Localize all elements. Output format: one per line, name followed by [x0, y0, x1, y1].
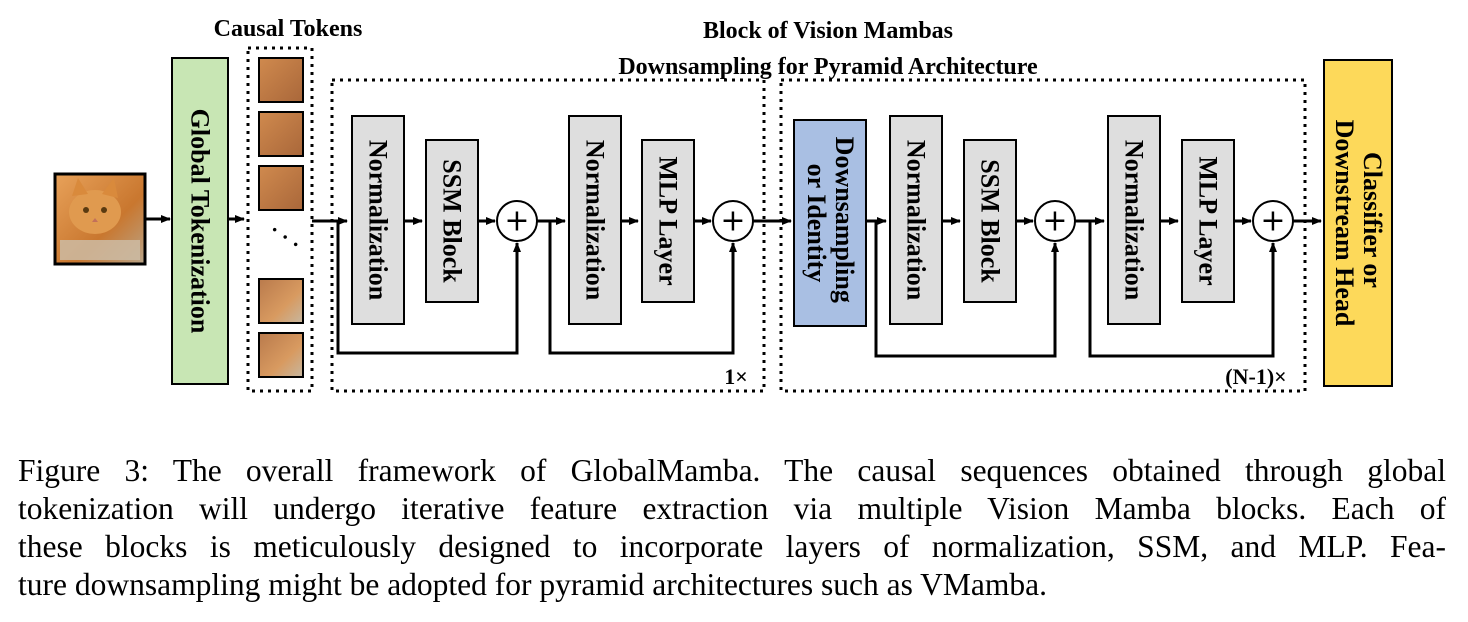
mlp-layer-box-1 — [641, 139, 695, 303]
downsampling-title: Downsampling for Pyramid Architecture — [618, 54, 1038, 80]
ssm-block-label-2: SSM Block — [976, 159, 1005, 283]
normalization-label-4: Normalization — [1120, 140, 1149, 301]
residual-add-2-symbol: + — [720, 204, 745, 239]
causal-tokens-title: Causal Tokens — [214, 16, 363, 42]
downsampling-label: Downsampling or Identity — [802, 137, 859, 310]
ssm-block-box-1 — [425, 139, 479, 303]
repeat-count-rest: (N-1)× — [1225, 364, 1286, 389]
classifier-head-box — [1323, 59, 1393, 387]
caption-line-2: tokenization will undergo iterative feat… — [18, 491, 1446, 526]
classifier-label-line1: Classifier or — [1358, 152, 1387, 288]
classifier-head-label: Classifier or Downstream Head — [1330, 120, 1387, 327]
normalization-label-3: Normalization — [902, 140, 931, 301]
normalization-box-2 — [568, 115, 622, 325]
caption-line-1: Figure 3: The overall framework of Globa… — [18, 453, 1446, 488]
ssm-block-label-1: SSM Block — [438, 159, 467, 283]
tokens-ellipsis: · · · — [265, 217, 306, 256]
block-title: Block of Vision Mambas — [703, 18, 953, 44]
classifier-label-line2: Downstream Head — [1330, 120, 1359, 327]
first-block-frame — [330, 78, 766, 393]
figure-caption: Figure 3: The overall framework of Globa… — [18, 452, 1446, 604]
downsampling-box — [793, 119, 867, 327]
repeat-count-first: 1× — [724, 364, 748, 389]
mlp-layer-label-1: MLP Layer — [654, 156, 683, 285]
downsampling-label-line2: or Identity — [802, 164, 831, 283]
second-block-frame — [779, 78, 1307, 393]
global-tokenization-label: Global Tokenization — [186, 109, 215, 334]
caption-line-4: ture downsampling might be adopted for p… — [18, 567, 1048, 602]
normalization-label-1: Normalization — [364, 140, 393, 301]
token-5 — [258, 332, 304, 378]
mlp-layer-label-2: MLP Layer — [1194, 156, 1223, 285]
downsampling-label-line1: Downsampling — [830, 137, 859, 303]
token-4 — [258, 278, 304, 324]
global-tokenization-box — [171, 57, 229, 385]
mlp-layer-box-2 — [1181, 139, 1235, 303]
framework-diagram: Causal Tokens Block of Vision Mambas Dow… — [53, 16, 1393, 393]
token-2 — [258, 111, 304, 157]
input-cat-image — [53, 172, 147, 266]
residual-add-1-symbol: + — [504, 204, 529, 239]
caption-line-3: these blocks is meticulously designed to… — [18, 529, 1446, 564]
normalization-box-3 — [889, 115, 943, 325]
residual-add-3-symbol: + — [1042, 204, 1067, 239]
token-3 — [258, 165, 304, 211]
residual-add-4-symbol: + — [1260, 204, 1285, 239]
causal-tokens-frame — [246, 46, 314, 393]
normalization-box-4 — [1107, 115, 1161, 325]
token-1 — [258, 57, 304, 103]
normalization-label-2: Normalization — [581, 140, 610, 301]
